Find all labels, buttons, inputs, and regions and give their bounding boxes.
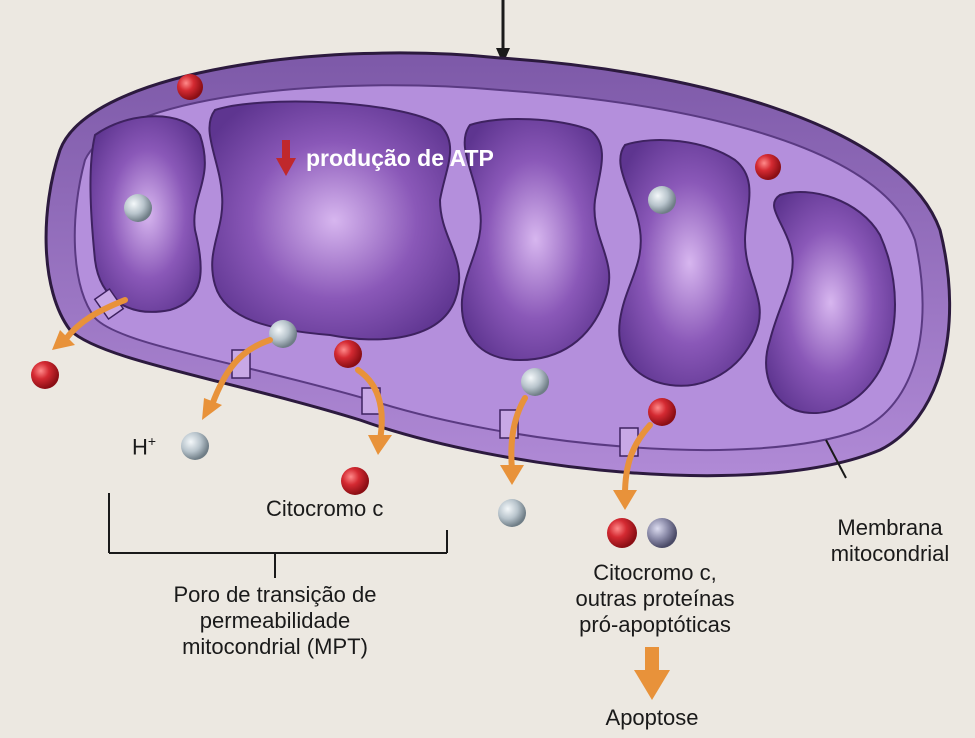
h-ion-molecule [269,320,297,348]
cytochrome-c-molecule [341,467,369,495]
cytochrome-c-molecule [755,154,781,180]
cytochrome-c-molecule [31,361,59,389]
matrix-compartment-4 [619,140,760,386]
mpt-label: Poro de transição de permeabilidade mito… [125,582,425,660]
h-ion-label: H+ [132,433,156,460]
membrane-label-line-1: Membrana [805,515,975,541]
h-ion-molecule [648,186,676,214]
down-arrow-icon [634,670,670,700]
cytochrome-c-molecule [177,74,203,100]
atp-arrow-shaft [282,140,290,160]
cytochrome-c-molecule [607,518,637,548]
pro-apoptotic-protein [647,518,677,548]
released-proteins-label: Citocromo c, outras proteínas pró-apoptó… [545,560,765,638]
release-arrowhead [613,490,637,510]
mpt-label-line-1: Poro de transição de [125,582,425,608]
membrane-label: Membrana mitocondrial [805,515,975,567]
cytochrome-c-molecule [334,340,362,368]
h-ion-molecule [521,368,549,396]
matrix-compartment-2 [209,102,459,340]
h-ion-molecule [124,194,152,222]
cytochrome-c-label: Citocromo c [266,496,383,522]
released-proteins-line-2: outras proteínas [545,586,765,612]
mpt-label-line-2: permeabilidade [125,608,425,634]
release-arrowhead [368,435,392,455]
h-ion-superscript: + [148,433,156,449]
membrane-label-line-2: mitocondrial [805,541,975,567]
released-proteins-line-3: pró-apoptóticas [545,612,765,638]
apoptosis-label: Apoptose [572,705,732,731]
h-ion-symbol: H [132,434,148,459]
atp-production-label: produção de ATP [306,145,494,172]
cytochrome-c-molecule [648,398,676,426]
released-proteins-line-1: Citocromo c, [545,560,765,586]
h-ion-molecule [181,432,209,460]
h-ion-molecule [498,499,526,527]
apoptosis-arrow-shaft [645,647,659,673]
mpt-label-line-3: mitocondrial (MPT) [125,634,425,660]
release-arrowhead [202,398,222,420]
release-arrowhead [500,465,524,485]
